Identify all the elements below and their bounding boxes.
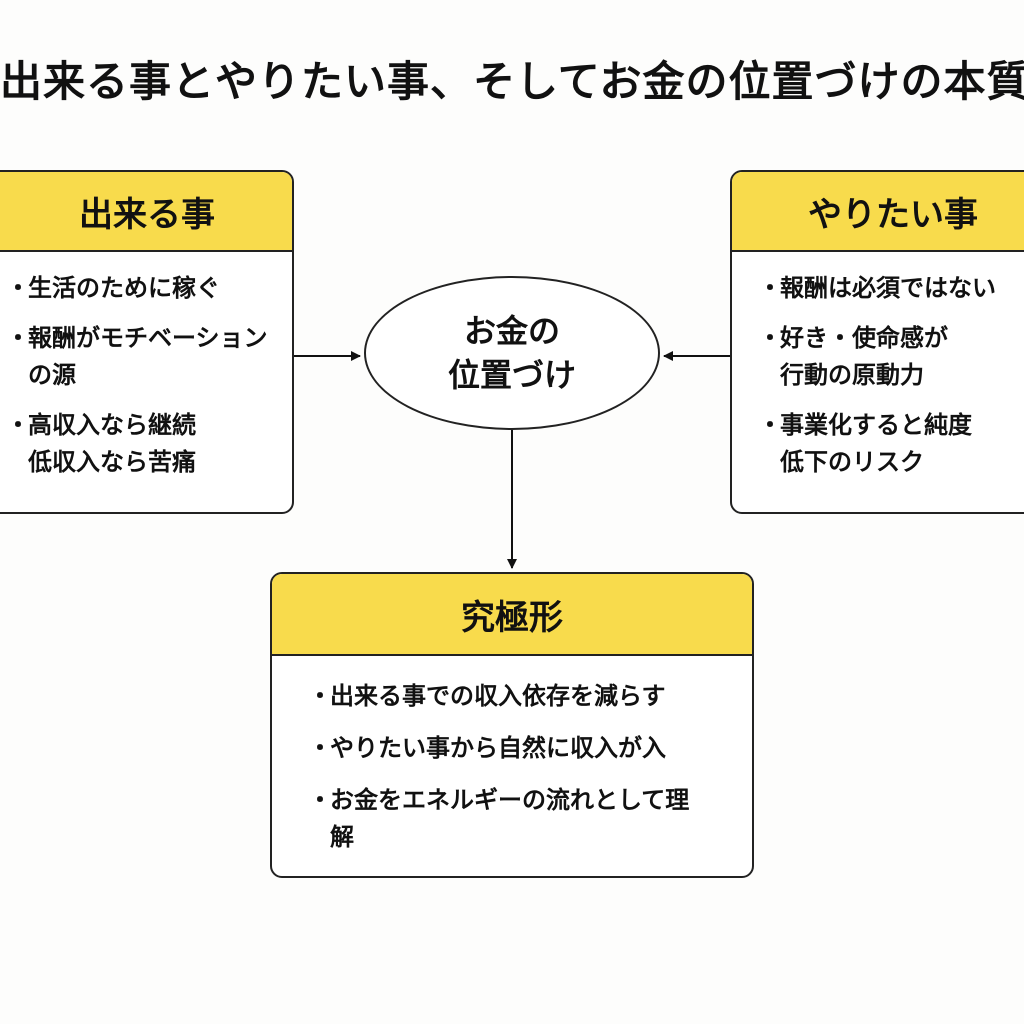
bullet-icon: ・ bbox=[758, 274, 782, 302]
bullet-icon: ・ bbox=[308, 786, 332, 814]
list-item: ・ 高収入なら継続 低収入なら苦痛 bbox=[6, 407, 278, 481]
bullet-icon: ・ bbox=[758, 324, 782, 352]
list-item: ・ 好き・使命感が 行動の原動力 bbox=[758, 320, 1024, 394]
card-can-do: 出来る事 ・ 生活のために稼ぐ ・ 報酬がモチベーション の源 ・ 高収入なら継… bbox=[0, 170, 294, 514]
card-can-do-heading: 出来る事 bbox=[0, 172, 292, 252]
list-item-text: 報酬がモチベーション の源 bbox=[28, 324, 268, 389]
bullet-icon: ・ bbox=[308, 682, 332, 710]
list-item: ・ 報酬は必須ではない bbox=[758, 270, 1024, 307]
card-ultimate-form-list: ・ 出来る事での収入依存を減らす ・ やりたい事から自然に収入が入 ・ お金をエ… bbox=[272, 656, 752, 856]
bullet-icon: ・ bbox=[6, 411, 30, 439]
card-want-to-do-list: ・ 報酬は必須ではない ・ 好き・使命感が 行動の原動力 ・ 事業化すると純度 … bbox=[732, 252, 1024, 481]
card-ultimate-form: 究極形 ・ 出来る事での収入依存を減らす ・ やりたい事から自然に収入が入 ・ … bbox=[270, 572, 754, 878]
card-can-do-list: ・ 生活のために稼ぐ ・ 報酬がモチベーション の源 ・ 高収入なら継続 低収入… bbox=[0, 252, 292, 481]
list-item-text: 生活のために稼ぐ bbox=[28, 274, 220, 302]
bullet-icon: ・ bbox=[6, 274, 30, 302]
list-item-text: 好き・使命感が 行動の原動力 bbox=[780, 324, 948, 389]
card-want-to-do-heading: やりたい事 bbox=[732, 172, 1024, 252]
card-want-to-do: やりたい事 ・ 報酬は必須ではない ・ 好き・使命感が 行動の原動力 ・ 事業化… bbox=[730, 170, 1024, 514]
list-item: ・ やりたい事から自然に収入が入 bbox=[308, 730, 732, 767]
center-node-label: お金の 位置づけ bbox=[447, 312, 576, 394]
list-item-text: 報酬は必須ではない bbox=[780, 274, 996, 302]
list-item-text: 出来る事での収入依存を減らす bbox=[330, 682, 666, 710]
bullet-icon: ・ bbox=[308, 734, 332, 762]
bullet-icon: ・ bbox=[758, 411, 782, 439]
list-item: ・ お金をエネルギーの流れとして理 解 bbox=[308, 782, 732, 856]
list-item-text: やりたい事から自然に収入が入 bbox=[330, 734, 666, 762]
list-item-text: お金をエネルギーの流れとして理 解 bbox=[330, 786, 690, 851]
bullet-icon: ・ bbox=[6, 324, 30, 352]
list-item: ・ 報酬がモチベーション の源 bbox=[6, 320, 278, 394]
list-item-text: 高収入なら継続 低収入なら苦痛 bbox=[28, 411, 196, 476]
list-item: ・ 出来る事での収入依存を減らす bbox=[308, 678, 732, 715]
diagram-title: 出来る事とやりたい事、そしてお金の位置づけの本質 bbox=[0, 57, 1024, 106]
list-item-text: 事業化すると純度 低下のリスク bbox=[780, 411, 972, 476]
list-item: ・ 事業化すると純度 低下のリスク bbox=[758, 407, 1024, 481]
center-node-money: お金の 位置づけ bbox=[364, 276, 660, 430]
list-item: ・ 生活のために稼ぐ bbox=[6, 270, 278, 307]
card-ultimate-form-heading: 究極形 bbox=[272, 574, 752, 656]
